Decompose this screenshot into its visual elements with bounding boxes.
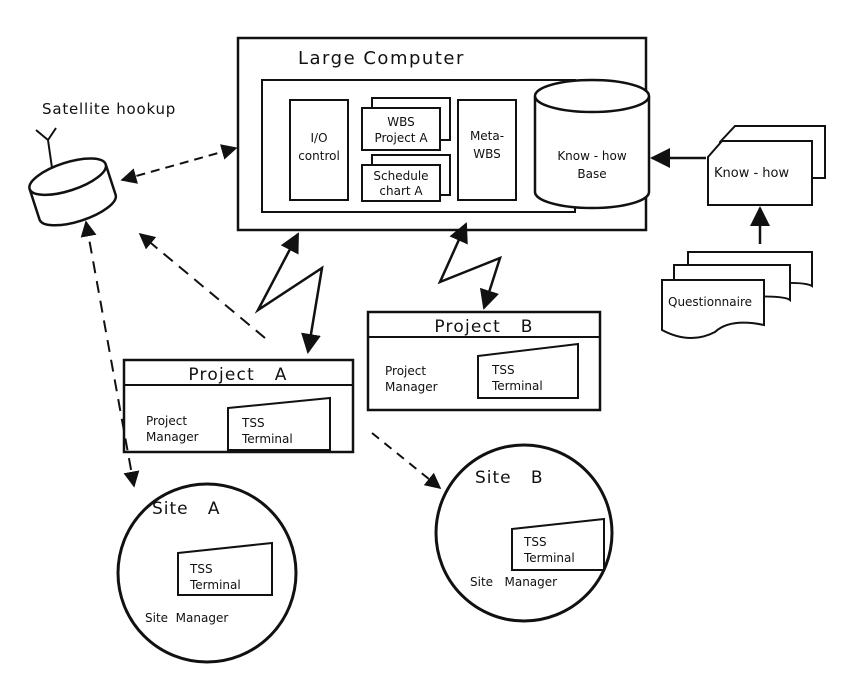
project-a-manager-1: Project bbox=[146, 414, 187, 428]
knowhow-doc-label: Know - how bbox=[714, 166, 789, 181]
large-computer: Large Computer I/O control WBS Project A… bbox=[236, 36, 651, 232]
satellite-label: Satellite hookup bbox=[42, 100, 176, 118]
project-a-terminal-1: TSS bbox=[241, 416, 265, 430]
project-b-terminal-1: TSS bbox=[491, 363, 515, 377]
computer-projectb-lightning bbox=[437, 222, 502, 310]
schedule-chart-a-block: Schedule chart A bbox=[361, 154, 451, 202]
project-b-manager-2: Manager bbox=[385, 380, 438, 394]
project-b-manager-1: Project bbox=[385, 364, 426, 378]
project-b: Project B Project Manager TSS Terminal bbox=[366, 310, 602, 412]
meta-wbs-label-1: Meta- bbox=[470, 129, 504, 143]
projecta-siteb-link bbox=[371, 432, 442, 490]
connectors bbox=[80, 144, 770, 490]
project-a-terminal-2: Terminal bbox=[241, 432, 293, 446]
knowhow-base-cylinder: Know - how Base bbox=[533, 78, 651, 210]
site-b-terminal-1: TSS bbox=[523, 535, 547, 549]
site-a: Site A TSS Terminal Site Manager bbox=[116, 482, 298, 664]
meta-wbs-block: Meta- WBS bbox=[457, 99, 517, 201]
site-a-terminal-2: Terminal bbox=[189, 578, 241, 592]
site-a-manager: Site Manager bbox=[145, 611, 228, 625]
site-a-title: Site A bbox=[152, 499, 220, 519]
sat-computer-link bbox=[120, 144, 238, 184]
questionnaire-label: Questionnaire bbox=[668, 295, 752, 309]
wbs-label-2: Project A bbox=[374, 131, 428, 145]
knowhow-document: Know - how bbox=[707, 125, 826, 206]
site-b-title: Site B bbox=[475, 468, 544, 488]
knowhow-base-label-1: Know - how bbox=[557, 149, 627, 163]
meta-wbs-label-2: WBS bbox=[473, 147, 501, 161]
io-control-label-2: control bbox=[298, 149, 340, 163]
io-control-block: I/O control bbox=[289, 99, 349, 201]
wbs-label-1: WBS bbox=[387, 115, 415, 129]
schedule-label-1: Schedule bbox=[373, 169, 428, 183]
schedule-label-2: chart A bbox=[379, 184, 423, 198]
site-b-manager: Site Manager bbox=[470, 575, 557, 589]
project-a-manager-2: Manager bbox=[146, 430, 199, 444]
projecta-sat-link bbox=[138, 232, 266, 339]
computer-projecta-lightning bbox=[254, 232, 324, 354]
project-b-title: Project B bbox=[434, 317, 533, 337]
knowhow-base-label-2: Base bbox=[577, 167, 606, 181]
questionnaire-stack: Questionnaire bbox=[661, 251, 813, 339]
project-b-terminal-2: Terminal bbox=[491, 379, 543, 393]
project-a: Project A Project Manager TSS Terminal bbox=[122, 358, 355, 454]
io-control-label-1: I/O bbox=[310, 131, 327, 145]
site-a-terminal-1: TSS bbox=[189, 562, 213, 576]
satellite-hookup: Satellite hookup bbox=[28, 100, 176, 227]
wbs-project-a-block: WBS Project A bbox=[361, 97, 451, 151]
sat-sitea-link bbox=[80, 220, 140, 488]
large-computer-title: Large Computer bbox=[298, 48, 465, 69]
site-b-terminal-2: Terminal bbox=[523, 551, 575, 565]
project-a-title: Project A bbox=[188, 365, 287, 385]
site-b: Site B TSS Terminal Site Manager bbox=[434, 443, 614, 623]
